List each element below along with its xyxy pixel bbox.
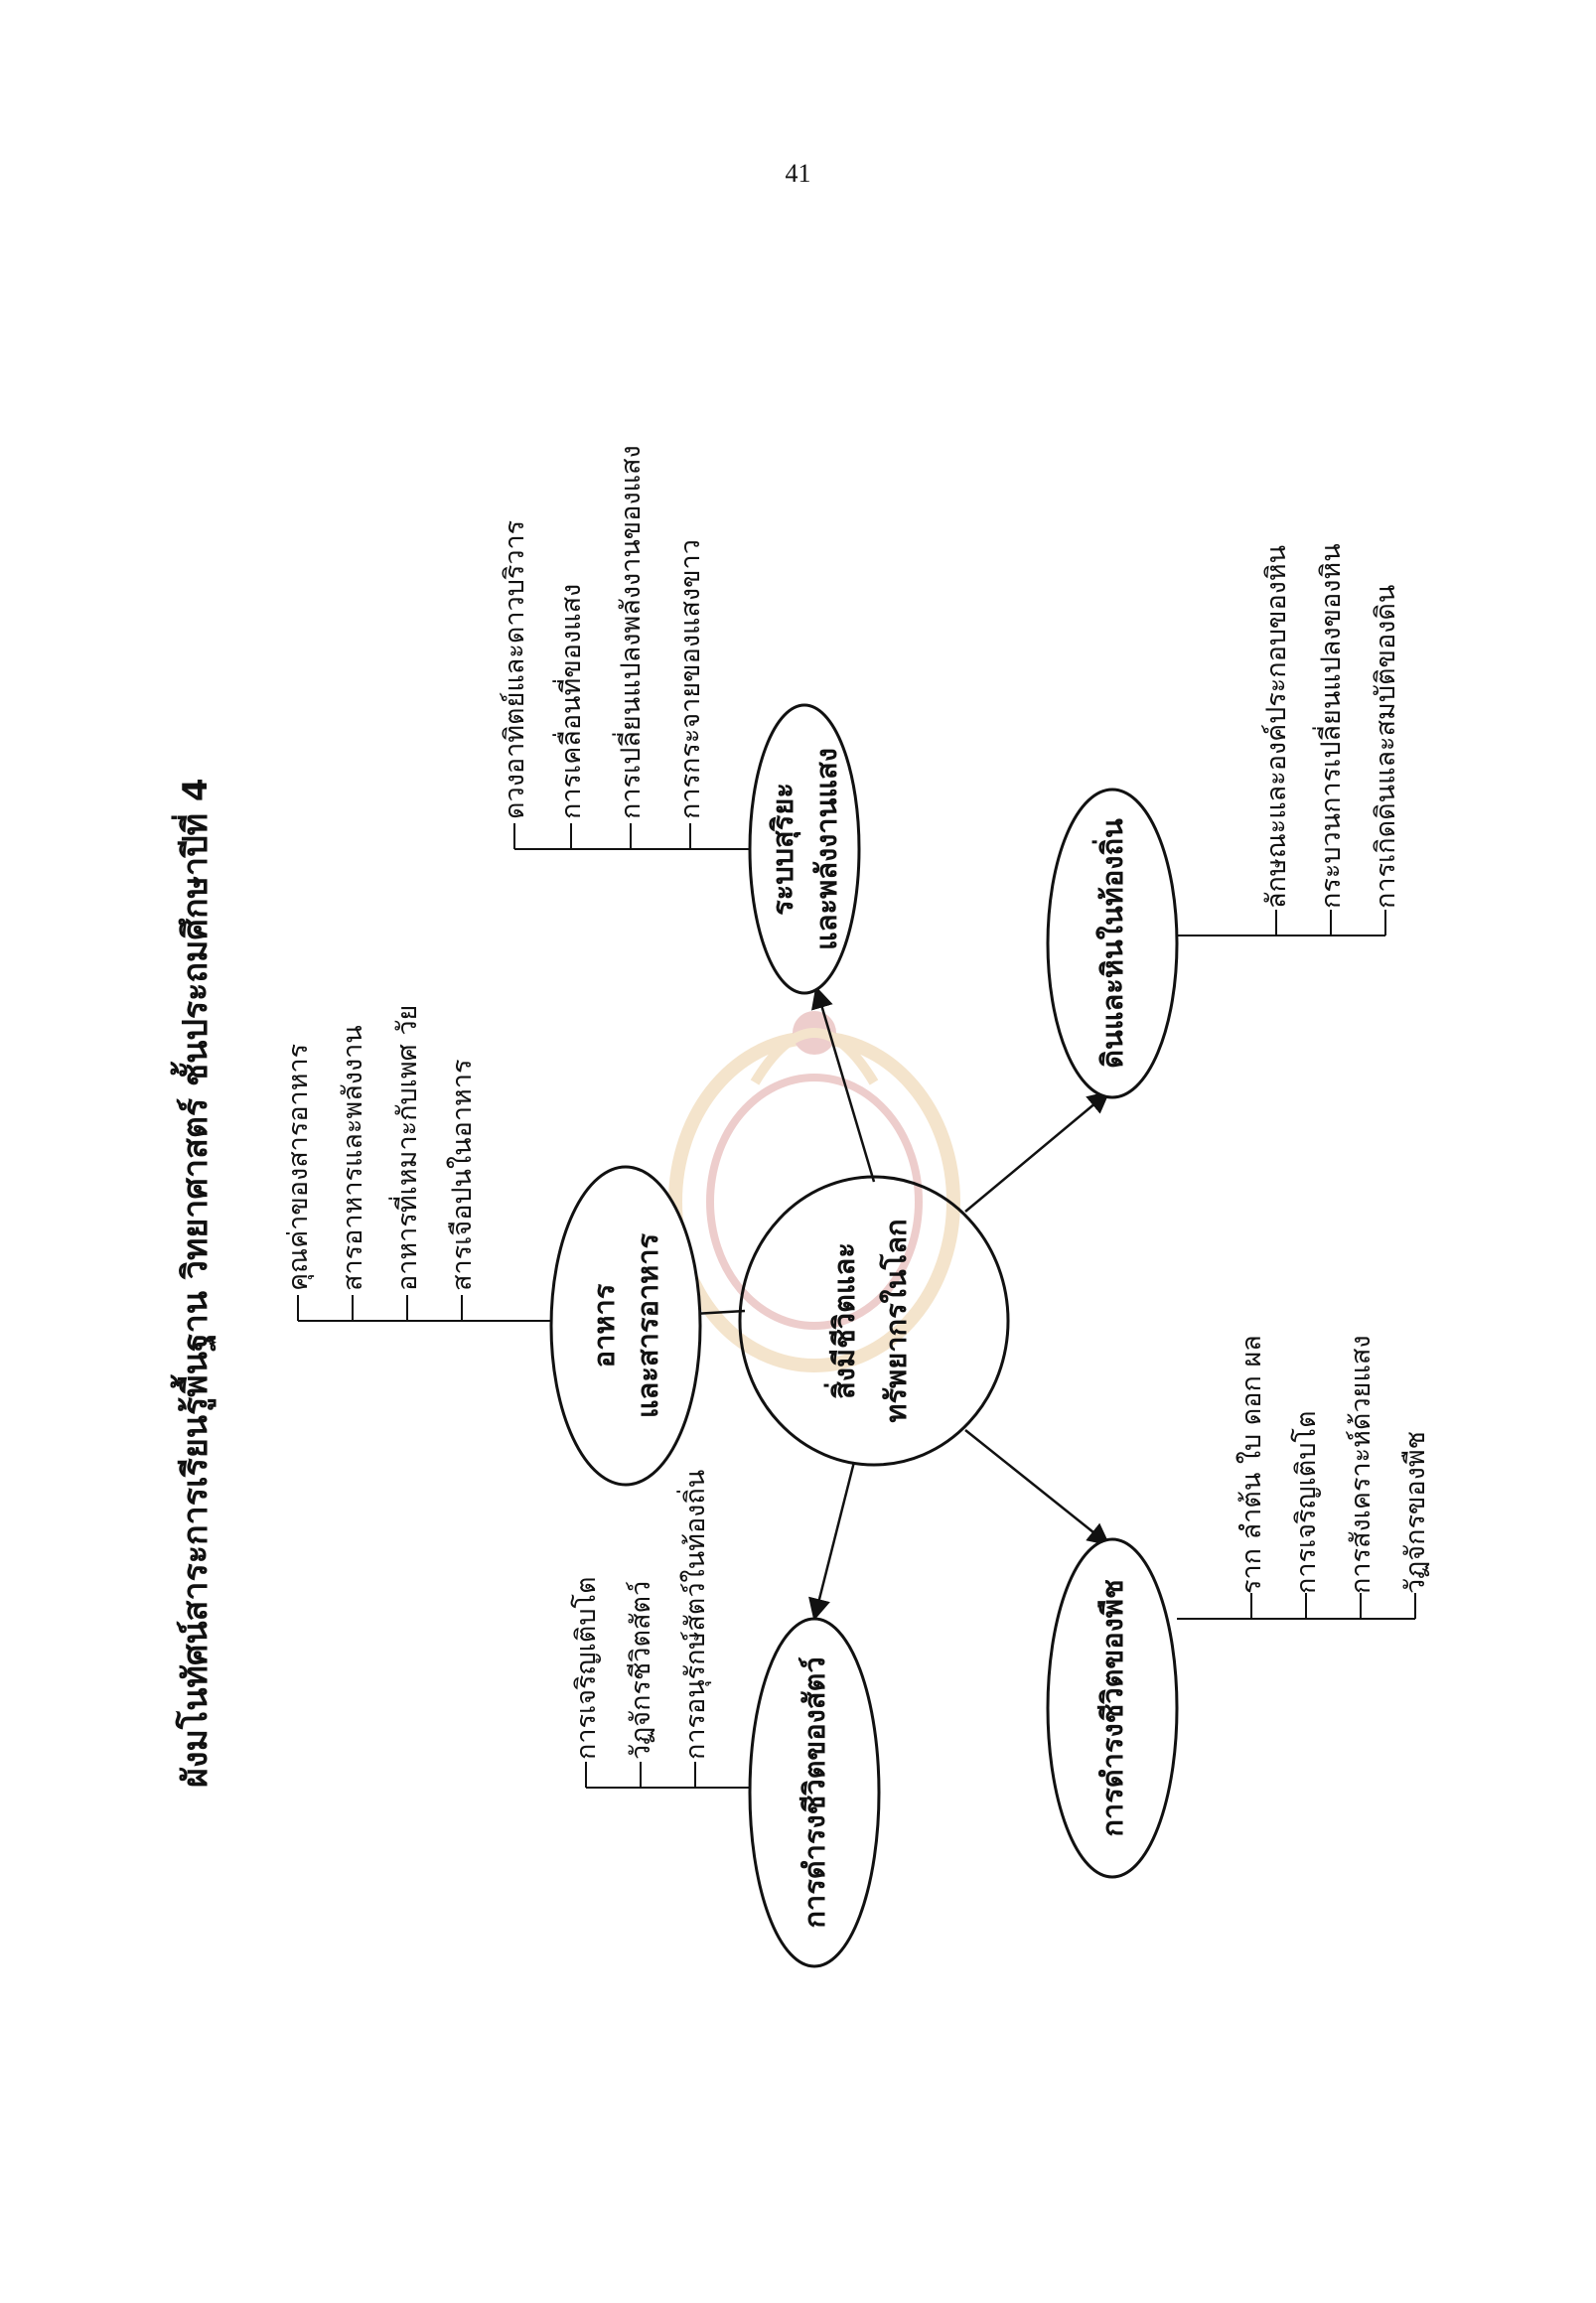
diagram-title: ผังมโนทัศน์สาระการเรียนรู้พื้นฐาน วิทยาศ… xyxy=(170,778,218,1788)
topic-label: ดินและหินในท้องถิ่น xyxy=(1091,818,1129,1069)
topic-food: อาหาร และสารอาหาร คุณค่าของสารอาหาร สารอาหา… xyxy=(283,1005,746,1487)
topic-item: การเคลื่อนที่ของแสง xyxy=(552,584,587,819)
central-node: สิ่งมีชีวิตและ ทรัพยากรในโลก xyxy=(738,1175,1010,1467)
arrow-to-plants xyxy=(964,1429,1110,1546)
topic-item: การเจริญเติบโต xyxy=(571,1576,602,1760)
topic-item: การอนุรักษ์สัตว์ในท้องถิ่น xyxy=(676,1470,712,1760)
topic-item: วัฏจักรชีวิตสัตว์ xyxy=(625,1581,656,1760)
topic-label: อาหาร xyxy=(587,1283,621,1367)
topic-item: การสังเคราะห์ด้วยแสง xyxy=(1345,1335,1377,1594)
topic-label: และสารอาหาร xyxy=(631,1232,664,1418)
arrow-to-solar xyxy=(810,985,876,1183)
topic-item: ราก ลำต้น ใบ ดอก ผล xyxy=(1235,1335,1267,1594)
topic-solar: ระบบสุริยะ และพลังงานแสง ดวงอาทิตย์และดาวบ… xyxy=(499,445,876,1183)
topic-animals: การดำรงชีวิตของสัตว์ การเจริญเติบโต วัฏจัก… xyxy=(571,1461,881,1968)
topic-item: กระบวนการเปลี่ยนแปลงของหิน xyxy=(1312,543,1347,909)
topic-soil: ดินและหินในท้องถิ่น ลักษณะและองค์ประกอบขอ… xyxy=(964,543,1401,1213)
topic-label: การดำรงชีวิตของพืช xyxy=(1095,1579,1129,1836)
topic-item: การกระจายของแสงขาว xyxy=(675,539,706,819)
topic-node-plants xyxy=(1046,1537,1179,1879)
topic-node-food xyxy=(549,1165,702,1487)
topic-label: และพลังงานแสง xyxy=(809,748,843,950)
topic-item: วัฏจักรของพืช xyxy=(1400,1431,1431,1594)
central-node-label: สิ่งมีชีวิตและ xyxy=(823,1242,861,1399)
topic-node-animals xyxy=(748,1617,881,1968)
page-number: 41 xyxy=(785,159,811,188)
topic-item: สารอาหารและพลังงาน xyxy=(338,1025,368,1291)
arrow-to-animals xyxy=(808,1461,856,1622)
topic-item: การเกิดดินและสมบัติของดิน xyxy=(1371,585,1401,909)
topic-plants: การดำรงชีวิตของพืช ราก ลำต้น ใบ ดอก ผล การ… xyxy=(964,1335,1431,1879)
topic-label: ระบบสุริยะ xyxy=(766,783,800,916)
topic-item: การเปลี่ยนแปลงพลังงานของแสง xyxy=(612,445,647,819)
topic-item: ดวงอาทิตย์และดาวบริวาร xyxy=(499,520,530,819)
topic-node-soil xyxy=(1046,788,1179,1099)
arrow-to-soil xyxy=(964,1090,1110,1213)
central-node-label: ทรัพยากรในโลก xyxy=(878,1219,913,1422)
topic-item: สารเจือปนในอาหาร xyxy=(446,1060,478,1291)
topic-item: การเจริญเติบโต xyxy=(1291,1410,1322,1594)
topic-item: อาหารที่เหมาะกับเพศ วัย xyxy=(388,1005,423,1291)
topic-item: คุณค่าของสารอาหาร xyxy=(283,1044,315,1291)
watermark-seal xyxy=(668,1011,960,1372)
topic-item: ลักษณะและองค์ประกอบของหิน xyxy=(1260,545,1292,909)
topic-label: การดำรงชีวิตของสัตว์ xyxy=(798,1656,831,1928)
